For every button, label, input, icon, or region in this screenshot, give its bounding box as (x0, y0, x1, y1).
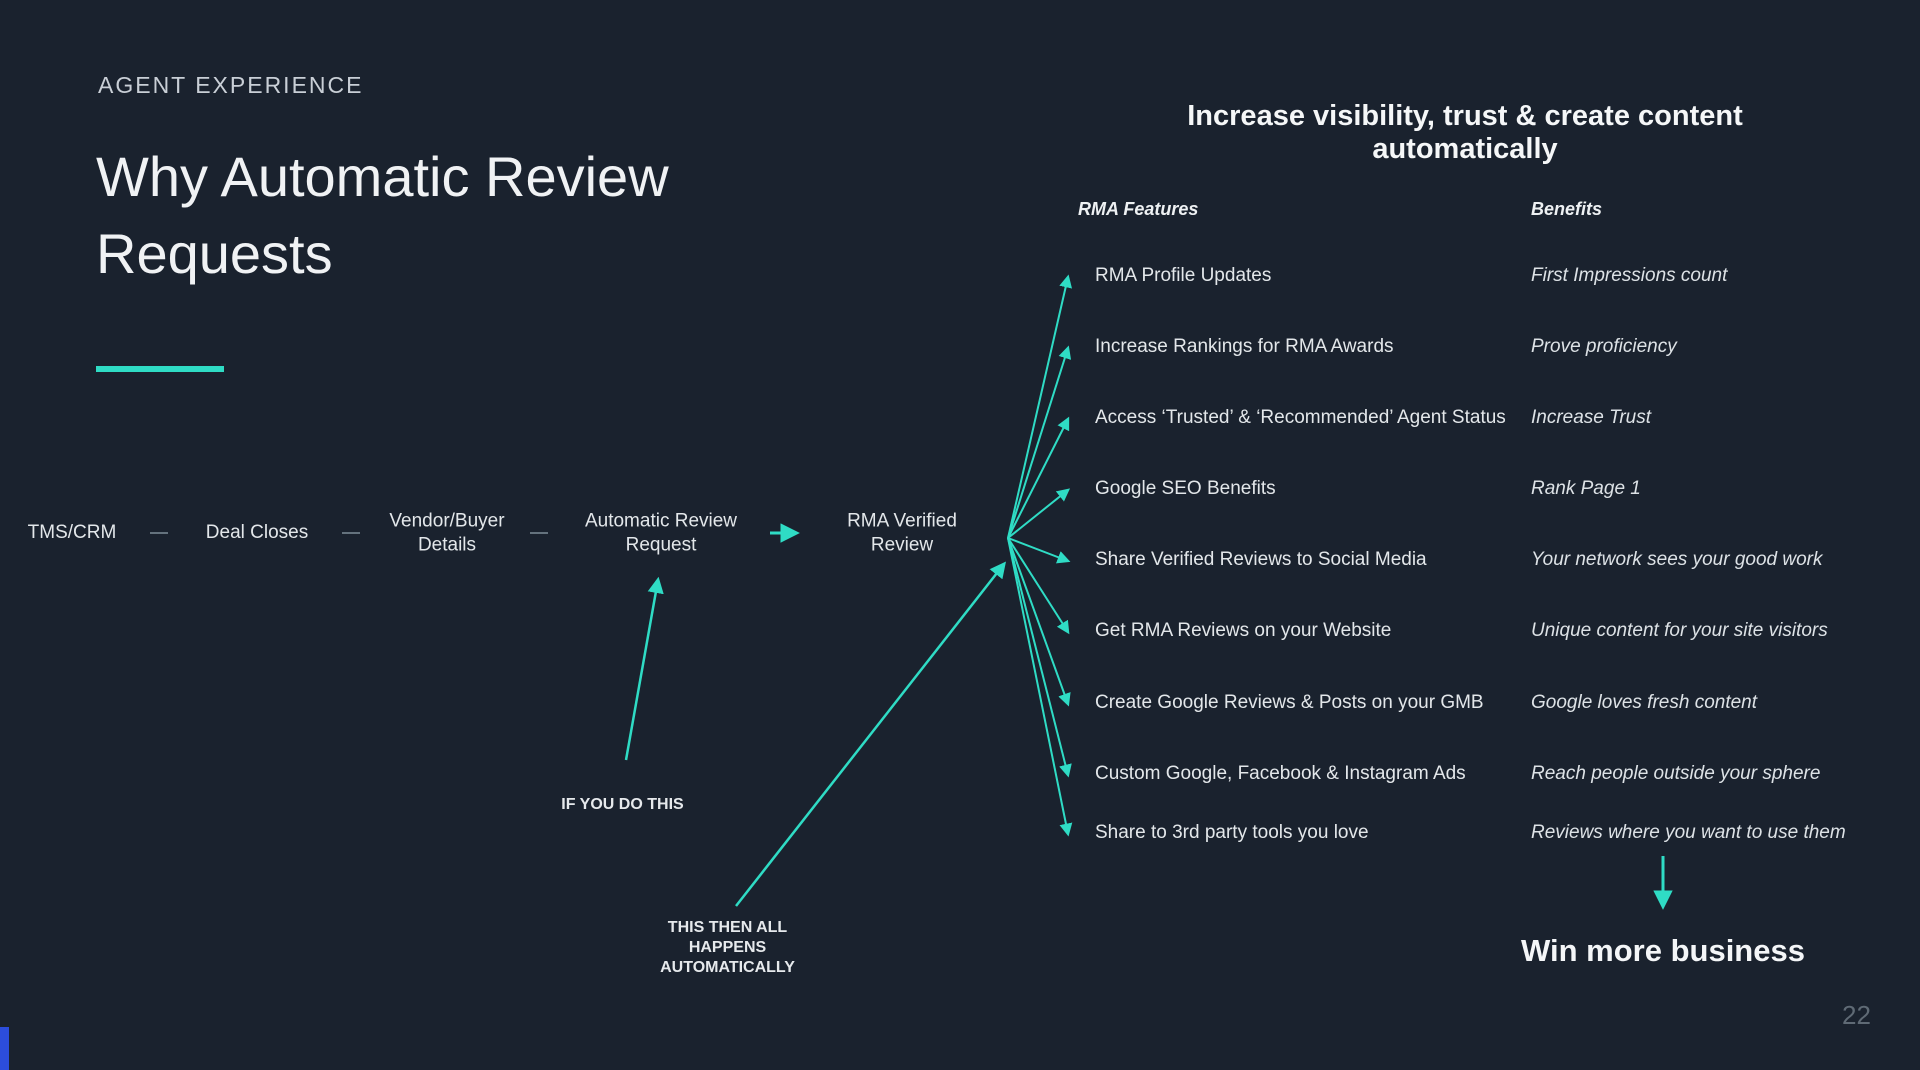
feature-cell: Share to 3rd party tools you love (1095, 822, 1369, 843)
benefit-cell: Increase Trust (1531, 407, 1652, 428)
page-number: 22 (1842, 1000, 1871, 1030)
benefits-heading: Increase visibility, trust & create cont… (1187, 100, 1743, 165)
benefit-cell: Your network sees your good work (1531, 549, 1823, 570)
fan-arrow-3 (1007, 416, 1070, 539)
win-more-business-text: Win more business (1521, 933, 1805, 968)
fan-arrow-6 (1007, 537, 1070, 635)
then-happens-arrow (735, 561, 1007, 907)
fan-arrow-8 (1007, 537, 1072, 778)
flow-connector-dash (150, 532, 168, 534)
feature-cell: Get RMA Reviews on your Website (1095, 620, 1392, 641)
features-column-header: RMA Features (1078, 199, 1199, 219)
feature-cell: Increase Rankings for RMA Awards (1095, 336, 1394, 357)
slide-title-line1: Why Automatic Review (96, 145, 669, 208)
feature-cell: Share Verified Reviews to Social Media (1095, 549, 1427, 570)
benefit-cell: Unique content for your site visitors (1531, 620, 1828, 641)
annotation-then-happens: THIS THEN ALL HAPPENS AUTOMATICALLY (660, 919, 795, 976)
flow-step-deal-closes: Deal Closes (205, 522, 309, 544)
fan-arrow-7 (1007, 537, 1071, 707)
fan-arrow-9 (1007, 537, 1073, 837)
benefit-cell: Google loves fresh content (1531, 692, 1758, 713)
flow-connector-dash (342, 532, 360, 534)
slide-title: Why Automatic Review Requests (96, 138, 669, 293)
benefit-cell: Rank Page 1 (1531, 478, 1641, 499)
benefit-cell: First Impressions count (1531, 265, 1728, 286)
benefit-cell: Reach people outside your sphere (1531, 763, 1821, 784)
fan-arrow-5 (1007, 537, 1071, 564)
slide-kicker: AGENT EXPERIENCE (98, 72, 364, 98)
flow-connector-dash (530, 532, 548, 534)
feature-cell: Access ‘Trusted’ & ‘Recommended’ Agent S… (1095, 407, 1506, 428)
fan-arrow-2 (1007, 345, 1072, 539)
flow-step-tms-crm: TMS/CRM (27, 522, 117, 544)
benefit-cell: Prove proficiency (1531, 336, 1677, 357)
benefit-cell: Reviews where you want to use them (1531, 822, 1846, 843)
feature-cell: Create Google Reviews & Posts on your GM… (1095, 692, 1484, 713)
fan-arrow-4 (1007, 488, 1071, 539)
title-accent-bar (96, 366, 224, 372)
feature-cell: Custom Google, Facebook & Instagram Ads (1095, 763, 1466, 784)
fan-arrow-1 (1007, 274, 1073, 539)
slide-title-line2: Requests (96, 222, 333, 286)
benefits-column-header: Benefits (1531, 199, 1603, 219)
feature-cell: Google SEO Benefits (1095, 478, 1276, 499)
flow-step-rma-verified: RMA Verified Review (847, 510, 957, 555)
annotation-if-you-do-this: IF YOU DO THIS (561, 796, 684, 813)
feature-cell: RMA Profile Updates (1095, 265, 1272, 286)
if-you-do-this-arrow (624, 576, 664, 761)
edge-accent (0, 1027, 9, 1070)
flow-step-vendor-buyer: Vendor/Buyer Details (389, 510, 505, 555)
flow-step-auto-review: Automatic Review Request (584, 510, 738, 555)
